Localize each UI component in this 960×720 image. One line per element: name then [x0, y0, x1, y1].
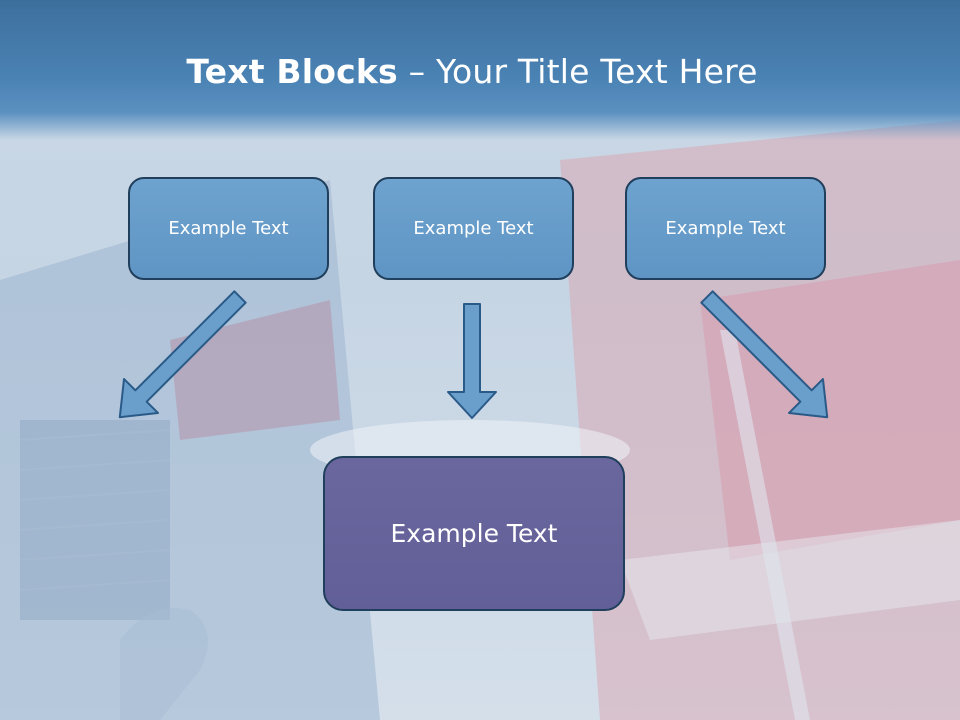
- target-text-block-label: Example Text: [390, 519, 558, 548]
- title-bar: [0, 0, 960, 140]
- text-block-1[interactable]: Example Text: [128, 177, 329, 280]
- target-text-block[interactable]: Example Text: [323, 456, 625, 611]
- title-dash: –: [397, 52, 436, 91]
- text-block-3-label: Example Text: [665, 218, 786, 239]
- arrow-right-icon: [700, 290, 829, 419]
- arrow-center-icon: [447, 303, 497, 419]
- text-block-3[interactable]: Example Text: [625, 177, 826, 280]
- arrow-left-icon: [118, 290, 247, 419]
- text-block-2-label: Example Text: [413, 218, 534, 239]
- title-bold-text: Text Blocks: [186, 52, 398, 91]
- slide-title[interactable]: Text Blocks – Your Title Text Here: [0, 52, 944, 91]
- text-block-1-label: Example Text: [168, 218, 289, 239]
- text-block-2[interactable]: Example Text: [373, 177, 574, 280]
- title-rest-text: Your Title Text Here: [435, 52, 758, 91]
